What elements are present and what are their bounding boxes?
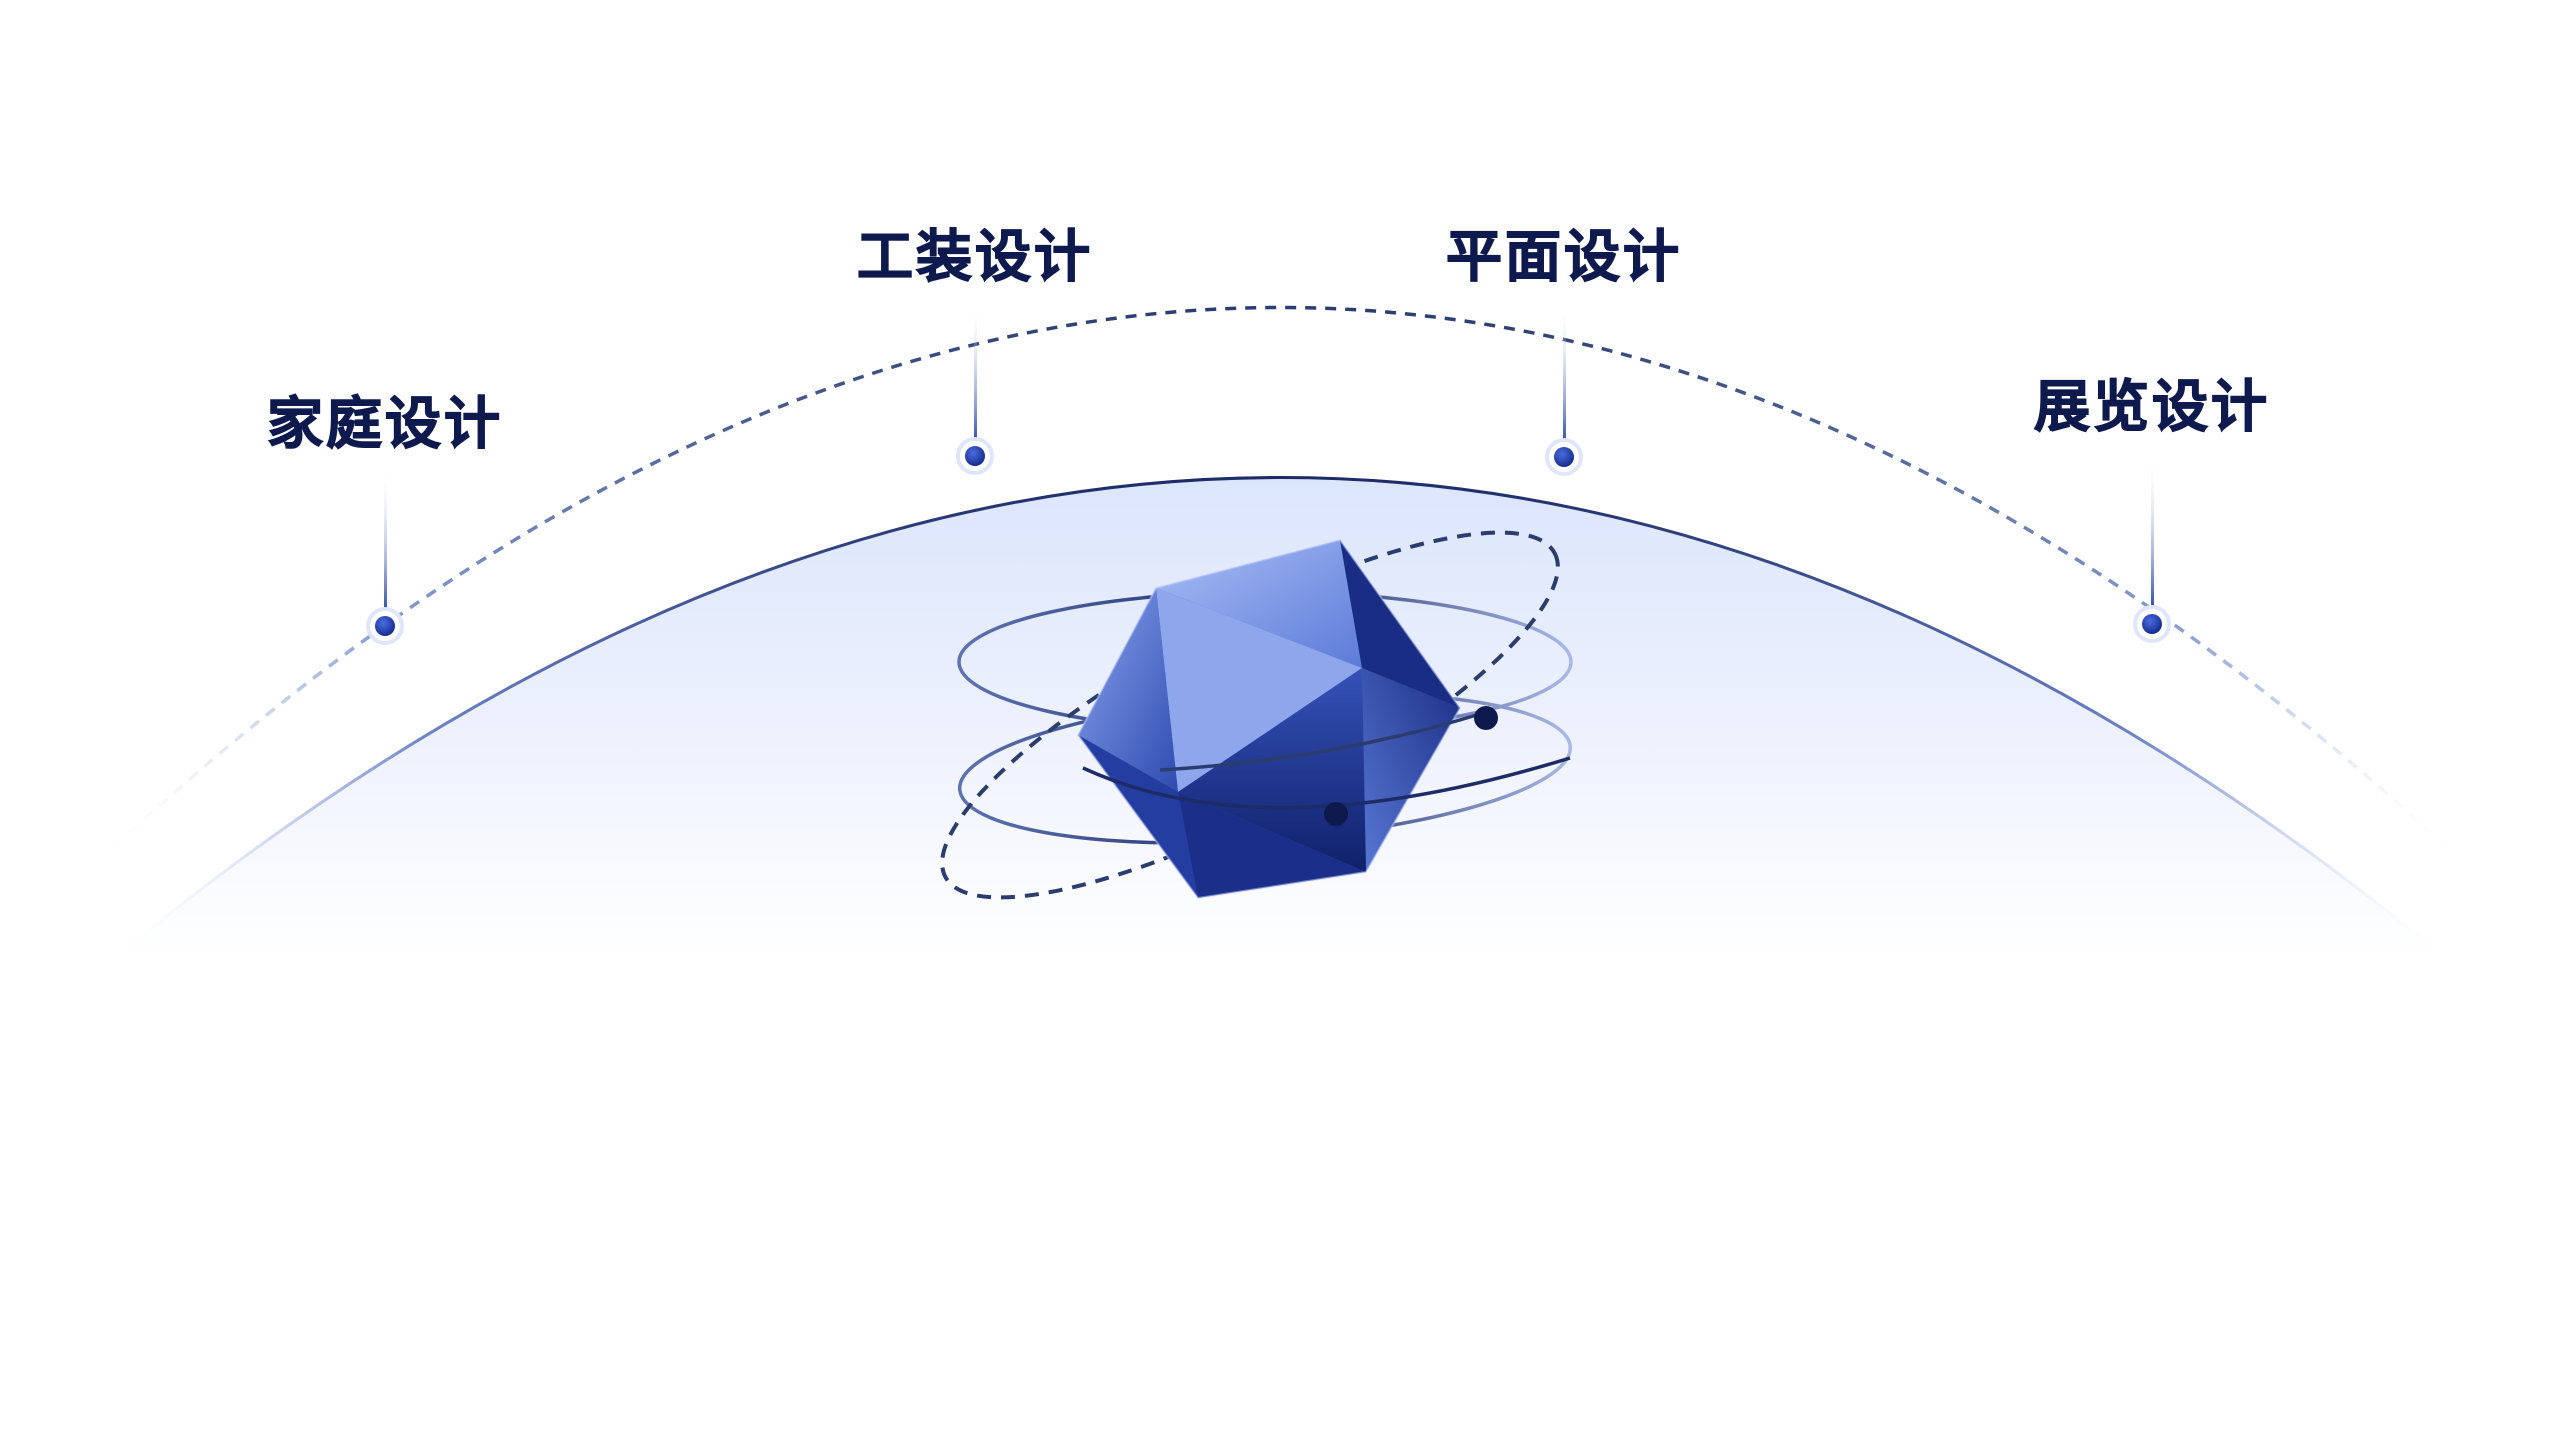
label-home-design: 家庭设计 bbox=[266, 391, 503, 457]
orbit-satellite bbox=[1474, 706, 1498, 730]
timeline-node-icon bbox=[366, 607, 404, 645]
orbit-front-arc bbox=[1159, 712, 1481, 772]
timeline-node-icon bbox=[1545, 438, 1583, 476]
timeline-node-icon bbox=[2133, 605, 2171, 643]
dome-edge bbox=[117, 476, 2443, 957]
orbit-satellite bbox=[1324, 802, 1348, 826]
label-exhibition-design: 展览设计 bbox=[2033, 374, 2270, 440]
orbit-front-arc bbox=[1082, 756, 1571, 810]
timeline-dashed-arc bbox=[98, 305, 2462, 862]
label-graphic-design: 平面设计 bbox=[1445, 224, 1682, 290]
timeline-node-icon bbox=[956, 437, 994, 475]
label-commercial-design: 工装设计 bbox=[856, 224, 1093, 290]
label-stems bbox=[384, 303, 2154, 616]
polyhedron-gem-icon bbox=[1076, 538, 1462, 900]
